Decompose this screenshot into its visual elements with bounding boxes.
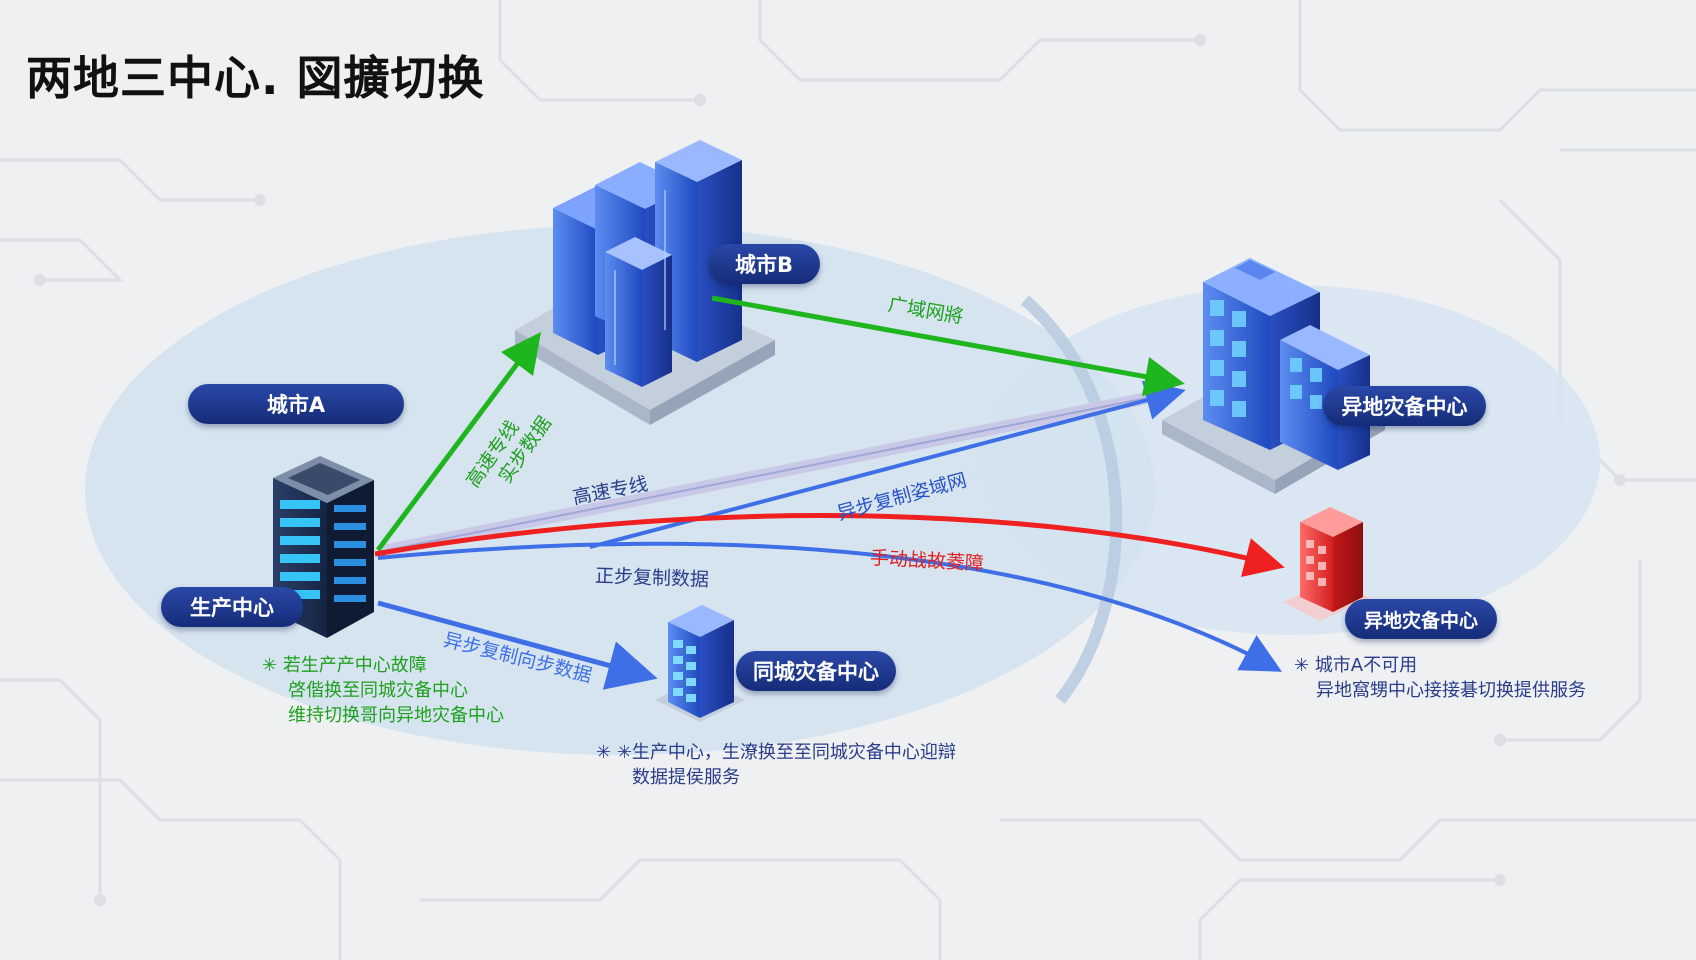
green-note-line2: 啓偕换至同城灾备中心 [288, 680, 468, 701]
sync-copy-label: 正步复制数据 [594, 565, 710, 591]
async-sync-arrow [377, 600, 658, 690]
asterisk-icon: ✳ [1294, 655, 1315, 676]
production-center-label: 生产中心 [161, 587, 303, 627]
green-note-line3: 维持切换哥向异地灾备中心 [288, 705, 504, 726]
bottom-note-line2: 数据提侯服务 [632, 767, 740, 788]
circuit-pads [34, 34, 1626, 906]
production-building [273, 456, 374, 638]
green-failover-note: ✳ 若生产产中心故障 啓偕换至同城灾备中心 维持切换哥向异地灾备中心 [262, 653, 504, 728]
city-b-building [515, 140, 775, 425]
zone-overlap-edge [1021, 295, 1123, 704]
remote-dr-red-building [1283, 507, 1370, 621]
wan-green-arrow [711, 295, 1185, 397]
right-note-line2: 异地窩甥中心接接碁切换提供服务 [1316, 680, 1586, 701]
asterisk-icon: ✳ [262, 655, 283, 676]
green-note-line1: ✳ 若生产产中心故障 [262, 655, 427, 676]
remote-dr-label-top: 异地灾备中心 [1323, 386, 1486, 426]
green-sync-arrow [375, 331, 541, 552]
same-city-dr-building [655, 605, 745, 722]
same-city-dr-label: 同城灾备中心 [736, 651, 896, 691]
page-title: 两地三中心. 図擴切换 [26, 51, 485, 105]
city-b-label: 城市B [708, 244, 820, 284]
bottom-note-line1: ✳ ✳生产中心，生潦换至至同城灾备中心迎辯 [596, 742, 956, 763]
remote-dr-label-bottom: 异地灾备中心 [1345, 599, 1497, 639]
manual-failover-arrow [374, 513, 1285, 578]
remote-failover-arrow [377, 541, 1283, 672]
right-failover-note: ✳ 城市A不可用 异地窩甥中心接接碁切换提供服务 [1294, 653, 1586, 703]
right-note-line1: ✳ 城市A不可用 [1294, 655, 1418, 676]
high-speed-line-core [377, 392, 1173, 553]
bottom-failover-note: ✳ ✳生产中心，生潦换至至同城灾备中心迎辯 数据提侯服务 [596, 740, 956, 790]
asterisk-icon: ✳ [596, 742, 617, 763]
city-a-label: 城市A [188, 384, 404, 424]
